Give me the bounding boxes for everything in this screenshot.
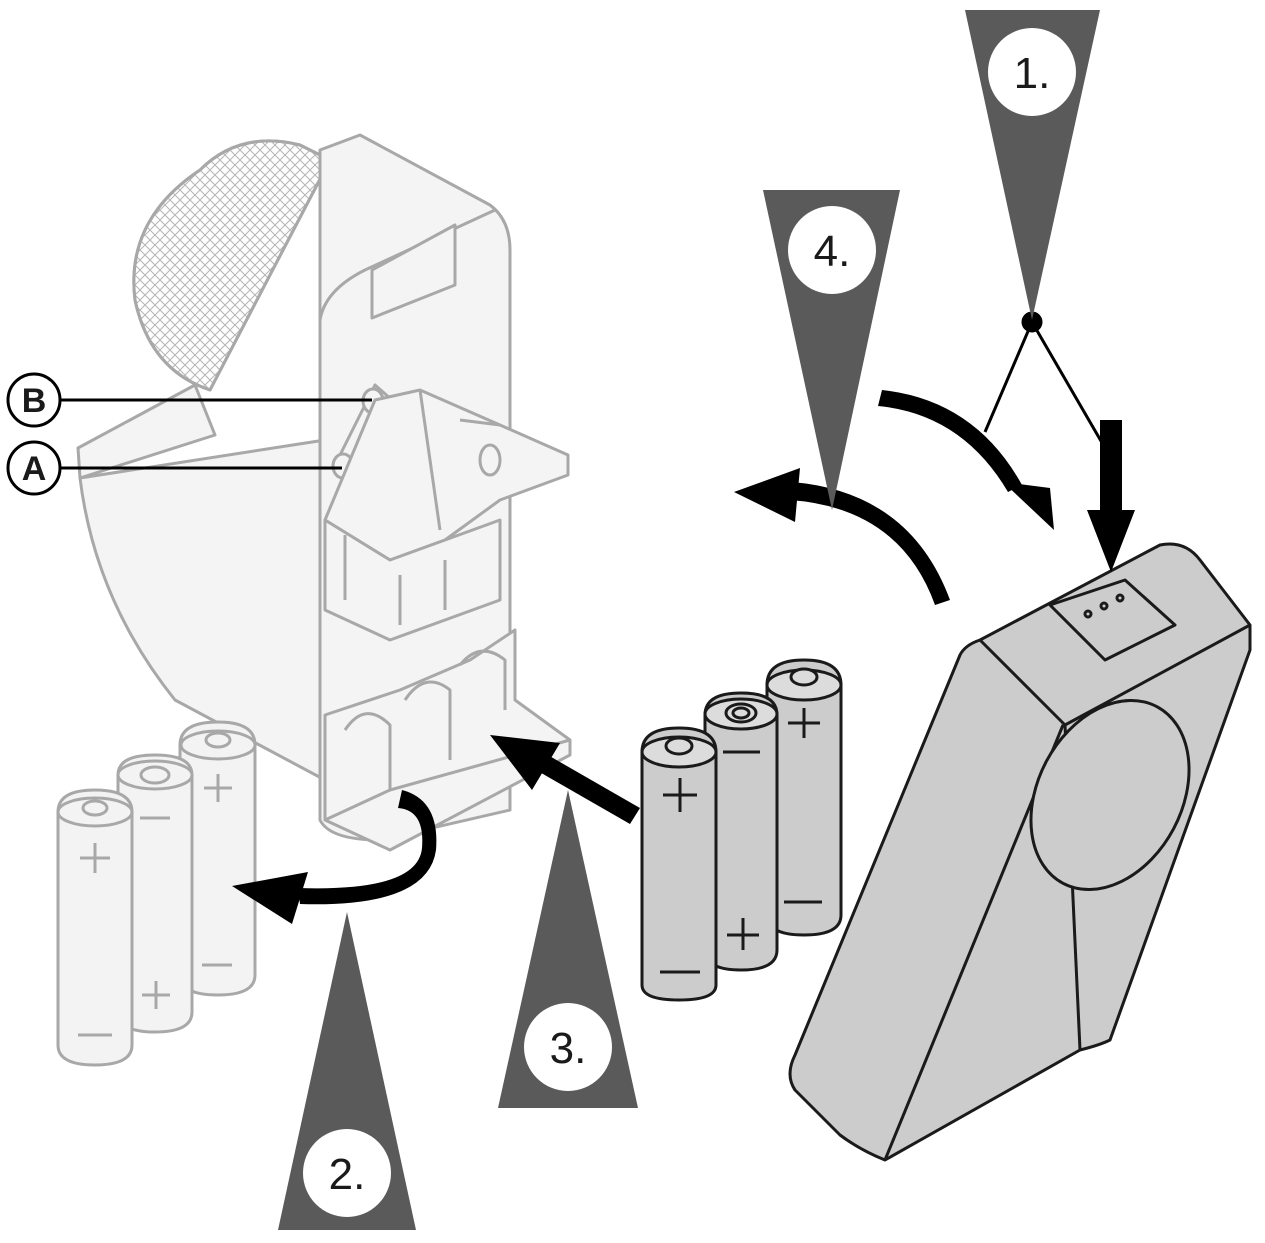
old-battery-3 (178, 720, 257, 997)
step-4-label: 4. (814, 227, 851, 276)
reference-b: B (6, 372, 372, 428)
step-3-label: 3. (550, 1024, 587, 1073)
close-cover-arrow (790, 482, 950, 605)
new-batteries (640, 658, 843, 1002)
knurled-knob (132, 139, 332, 392)
reference-a: A (6, 440, 342, 496)
arrows (232, 390, 1135, 924)
step-4-callout: 4. (763, 190, 900, 510)
press-down-arrow (1087, 420, 1135, 572)
remove-batteries-arrow (298, 790, 437, 905)
cover-label-area (1048, 578, 1177, 662)
label-a: A (22, 450, 47, 488)
open-cover-arrow (878, 390, 1022, 492)
step-1-callout: 1. (965, 10, 1100, 320)
curved-body (78, 438, 327, 782)
new-battery-1 (640, 726, 718, 1002)
release-hole-1 (1083, 609, 1093, 619)
insert-batteries-arrow (490, 735, 640, 824)
step-2-label: 2. (329, 1150, 366, 1199)
step-3-callout: 3. (498, 790, 638, 1108)
release-hole-3 (1115, 593, 1125, 603)
step-1-label: 1. (1014, 49, 1051, 98)
label-b: B (22, 382, 47, 420)
step-2-callout: 2. (278, 912, 416, 1230)
battery-cover (788, 542, 1252, 1162)
release-hole-2 (1099, 601, 1109, 611)
battery-cradle-upper (323, 518, 502, 642)
old-battery-1 (56, 788, 134, 1067)
cover-emblem (1029, 698, 1191, 892)
label-window (370, 223, 457, 320)
valve-actuator-base (76, 133, 572, 852)
battery-tray (323, 628, 572, 852)
new-battery-2 (703, 691, 779, 972)
release-tool (983, 311, 1114, 461)
new-battery-3 (765, 658, 843, 937)
removed-batteries (56, 720, 257, 1067)
